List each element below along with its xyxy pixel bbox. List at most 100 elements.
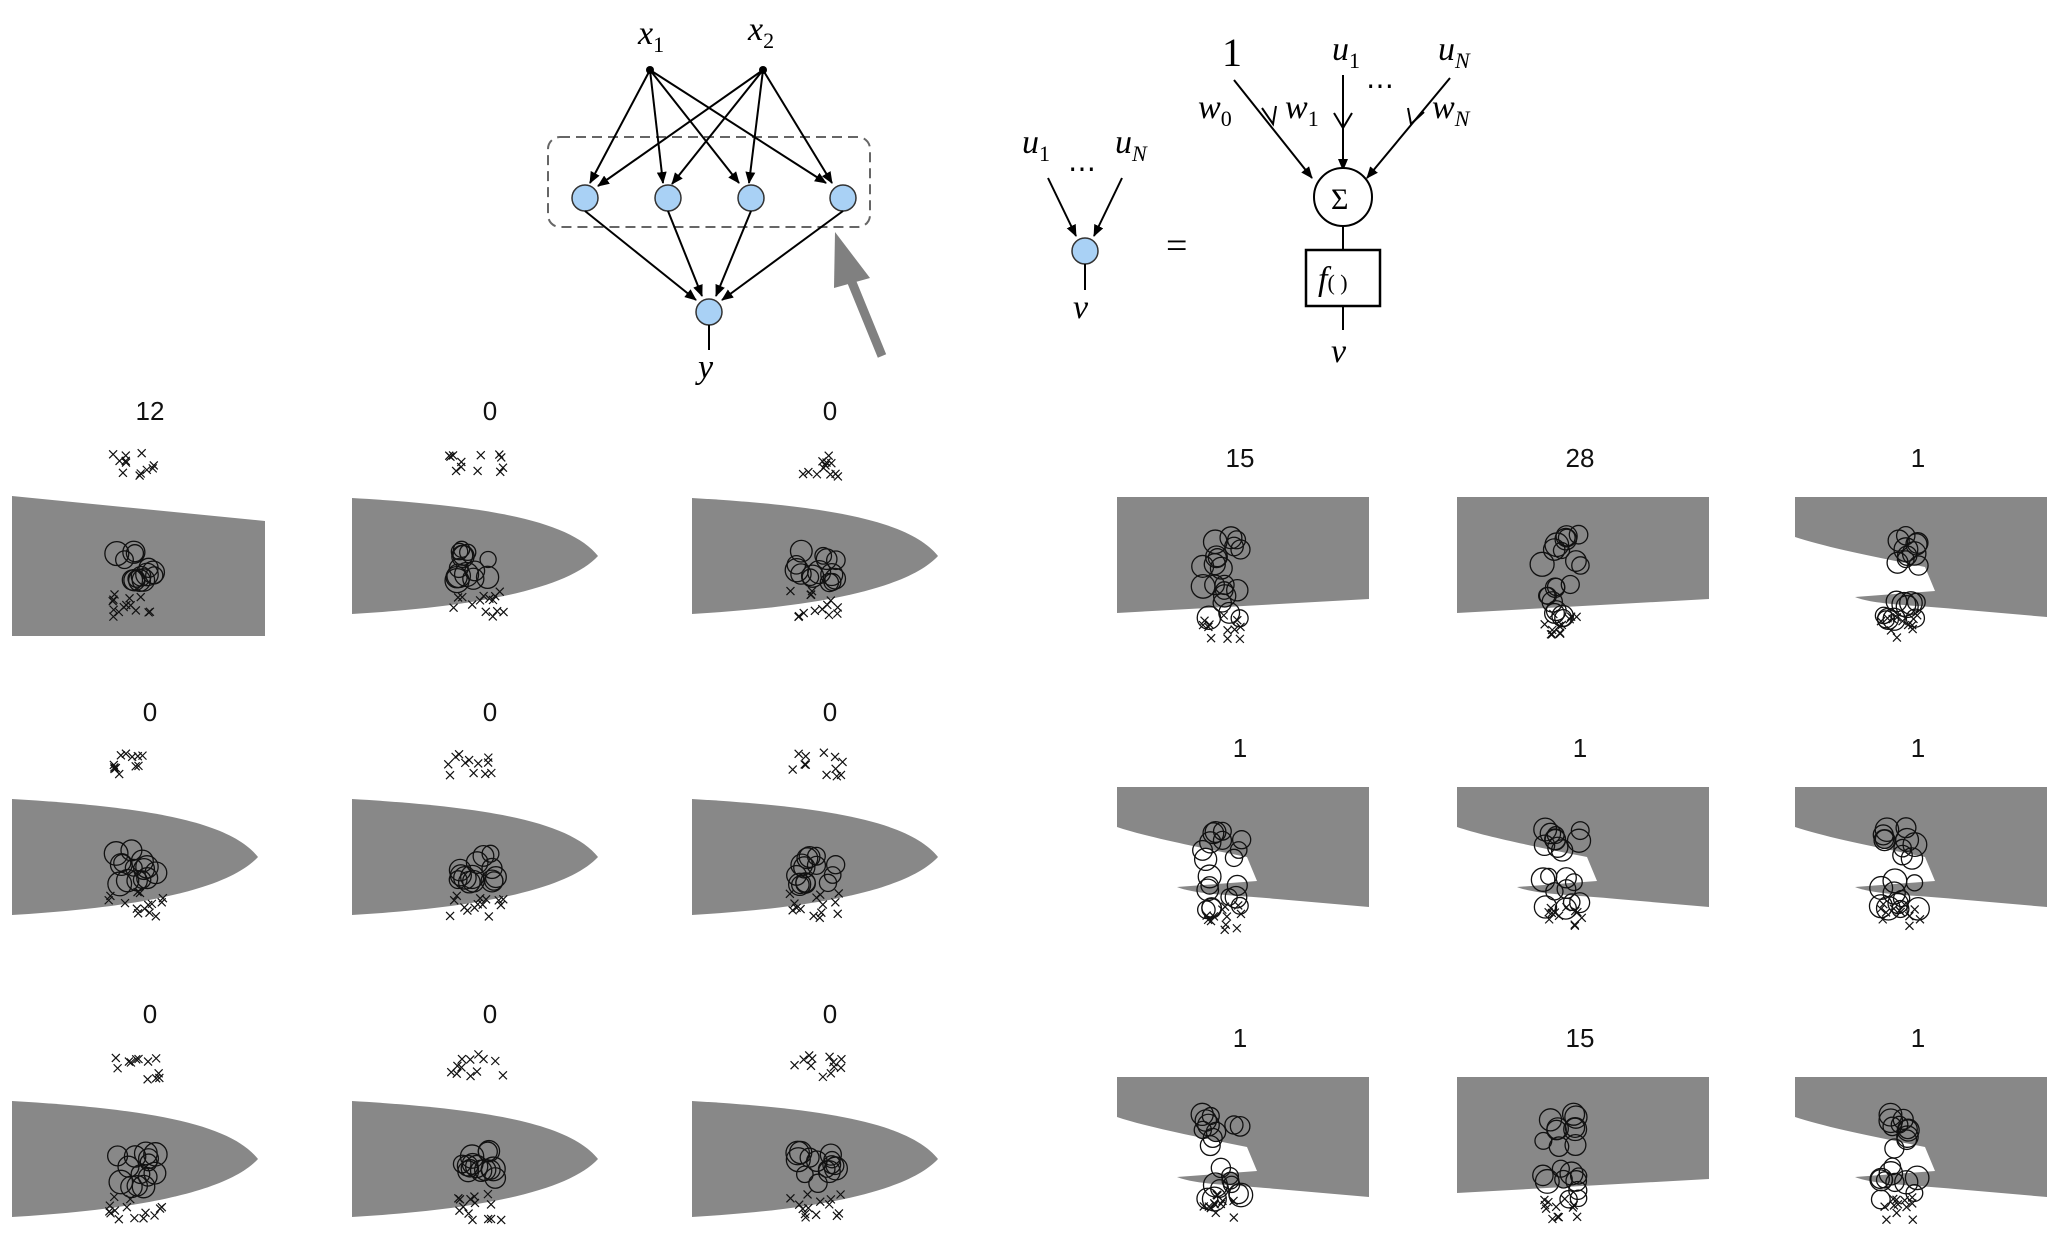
class-cross-marker [464,755,474,765]
class-cross-marker [466,1194,475,1204]
class-circle-marker [446,563,472,589]
class-cross-marker [151,1073,161,1083]
class-cross-marker [479,591,489,601]
decision-region-plot [1117,787,1369,935]
class-cross-marker [1206,633,1216,643]
class-cross-marker [1554,1212,1564,1222]
class-cross-marker [457,1054,467,1064]
class-cross-marker [155,1204,165,1214]
class-circle-marker [460,864,485,890]
class-cross-marker [799,608,809,618]
class-cross-marker [788,905,798,915]
class-circle-marker [1894,1170,1919,1195]
class-circle-marker [1555,867,1577,889]
class-cross-marker [140,904,150,914]
class-cross-marker [456,462,466,472]
class-cross-marker [498,463,508,473]
class-cross-marker [154,1073,164,1083]
input-label-x2: x2 [747,11,774,53]
activation-function: f( ) [1318,261,1348,298]
class-cross-marker [448,451,458,460]
class-cross-marker [483,1189,493,1199]
class-cross-marker [1910,904,1920,914]
class-circle-marker [788,1140,813,1165]
class-circle-marker [457,870,481,894]
panel-title: 0 [822,697,838,727]
class-cross-marker [124,1057,134,1066]
output-node [695,298,723,326]
class-cross-marker [473,759,483,768]
decision-region [692,1101,938,1217]
class-cross-marker [788,765,798,775]
class-circle-marker [1204,821,1227,844]
class-cross-marker [1907,1199,1917,1208]
class-circle-marker [104,540,130,567]
class-circle-marker [819,1143,842,1166]
decision-region-plot [1795,1077,2047,1225]
class-circle-marker [143,1161,167,1185]
class-circle-marker [444,568,470,594]
class-cross-marker [831,764,841,774]
class-circle-marker [1226,578,1249,602]
class-cross-marker [1915,914,1925,924]
class-cross-marker [481,607,491,617]
class-cross-marker [1548,1214,1557,1224]
class-circle-marker [820,562,844,587]
class-circle-marker [115,550,134,570]
class-cross-marker [451,752,461,762]
class-circle-marker [1895,827,1920,852]
decision-region-plot [1795,497,2047,642]
class-cross-marker [1878,899,1888,909]
class-cross-marker [1568,1203,1578,1212]
class-circle-marker [1532,1164,1554,1187]
class-cross-marker [1210,1199,1220,1209]
class-cross-marker [118,468,128,478]
class-cross-marker [466,1071,475,1081]
panel-title: 0 [482,999,498,1029]
class-circle-marker [481,857,503,880]
data-markers [784,451,847,622]
class-cross-marker [1570,906,1580,916]
class-circle-marker [1547,836,1569,858]
class-cross-marker [469,768,479,778]
class-circle-marker [1565,1170,1588,1192]
class-cross-marker [467,600,477,609]
class-cross-marker [786,1193,795,1203]
class-circle-marker [1196,878,1220,902]
class-cross-marker [452,1069,462,1079]
class-circle-marker [1557,528,1576,547]
class-circle-marker [822,1155,842,1175]
class-circle-marker [1896,1118,1920,1142]
input-hidden-edges [589,69,833,187]
data-markers [1530,817,1592,931]
class-circle-marker [1546,1117,1569,1140]
decision-region-plot [352,450,598,621]
class-circle-marker [1539,822,1562,845]
class-cross-marker [1551,1202,1561,1212]
class-cross-marker [1223,625,1232,635]
class-cross-marker [1898,616,1907,626]
class-cross-marker [109,760,119,770]
class-cross-marker [1221,920,1231,930]
class-cross-marker [1902,1202,1911,1212]
panel-title: 28 [1565,443,1595,473]
class-cross-marker [1544,907,1554,917]
class-circle-marker [464,1154,489,1179]
class-cross-marker [799,1055,809,1064]
class-cross-marker [459,903,469,912]
class-cross-marker [1900,900,1909,909]
panel-title: 1 [1910,443,1926,473]
class-cross-marker [1219,610,1229,620]
class-cross-marker [444,451,454,461]
weight-wN: wN [1432,89,1471,131]
class-cross-marker [122,1202,132,1212]
class-circle-marker [1895,594,1919,619]
class-cross-marker [483,758,493,767]
class-cross-marker [1547,629,1557,639]
class-circle-marker [450,542,469,561]
class-cross-marker [110,1206,120,1215]
class-circle-marker [1550,839,1574,862]
class-cross-marker [1570,920,1580,930]
class-circle-marker [137,1166,158,1187]
class-cross-marker [811,1210,821,1220]
